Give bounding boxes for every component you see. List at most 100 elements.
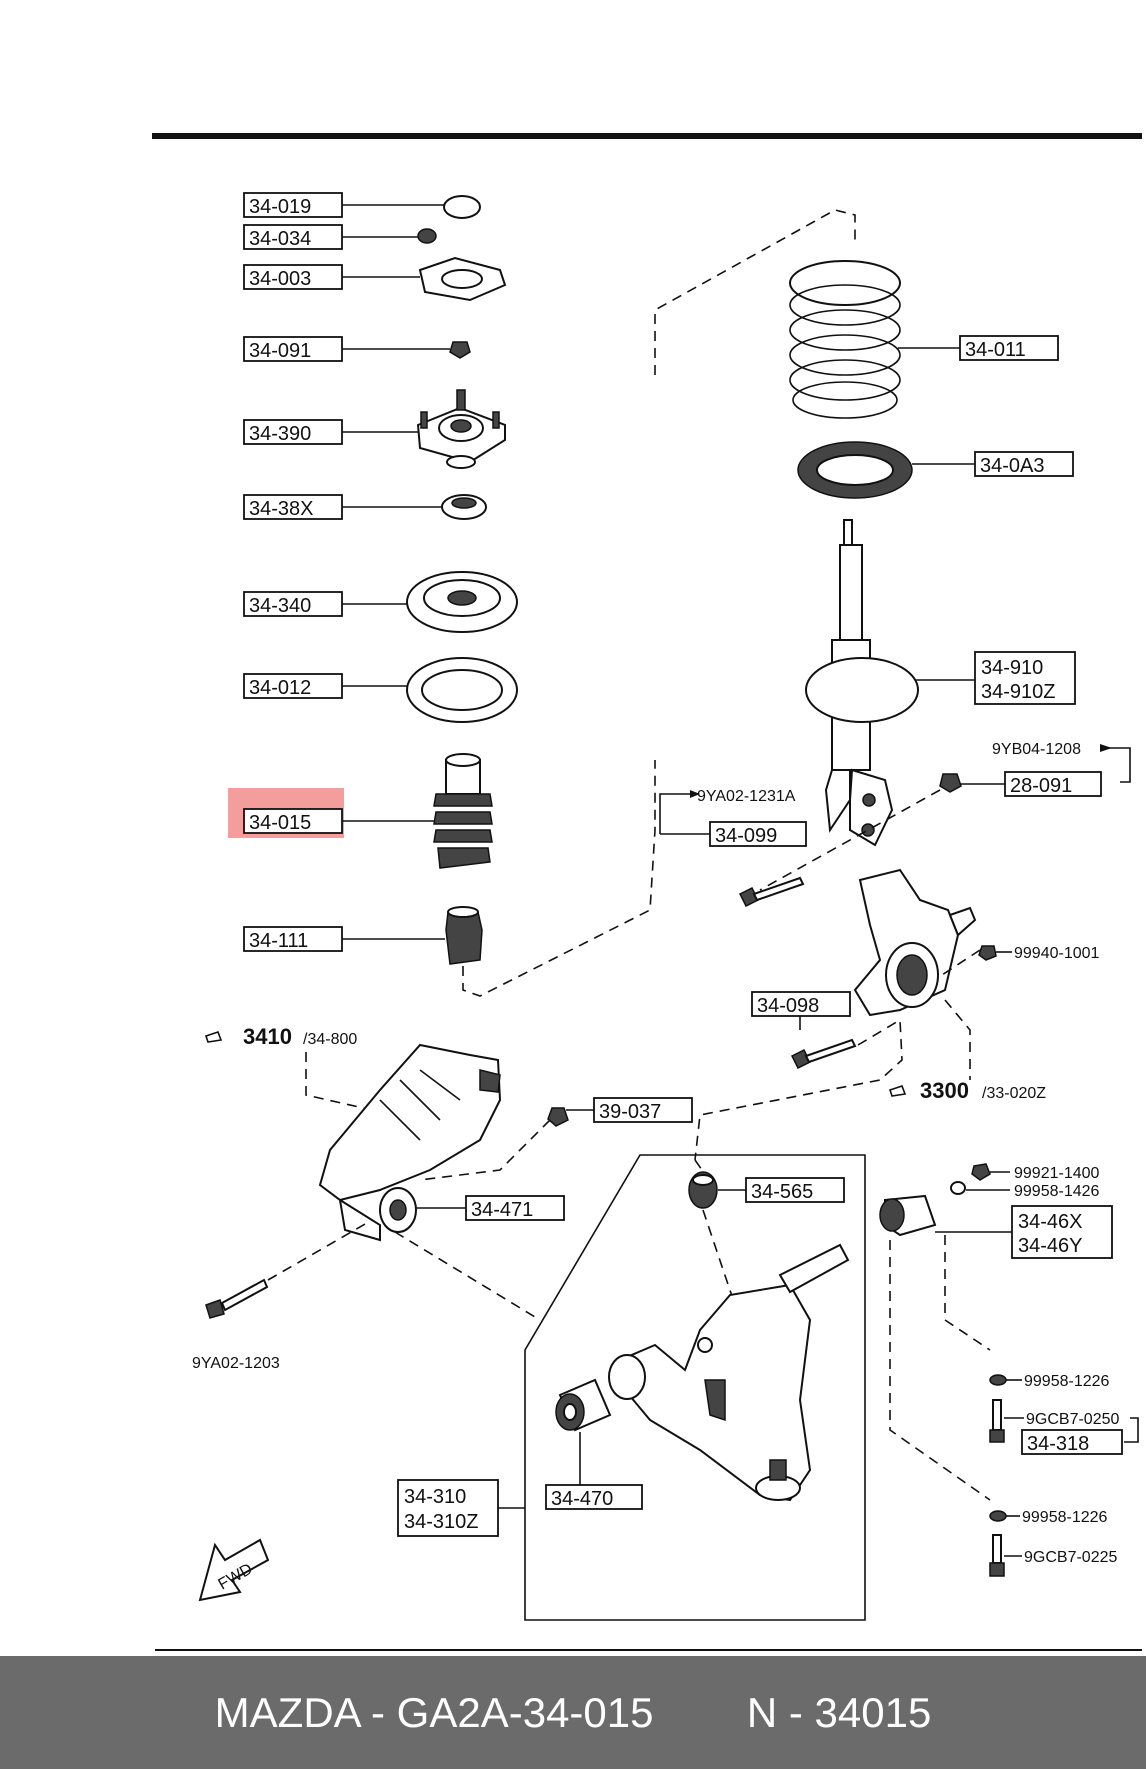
nut-39-037-icon bbox=[547, 1107, 569, 1127]
label-99958-1226-a[interactable]: 99958-1226 bbox=[1024, 1373, 1110, 1390]
svg-text:34-38X: 34-38X bbox=[249, 498, 314, 520]
lower-spring-seat-rubber-icon bbox=[797, 441, 913, 499]
label-34-098[interactable]: 34-098 bbox=[751, 991, 851, 1017]
svg-text:34-015: 34-015 bbox=[249, 812, 311, 834]
footer-bar: MAZDA - GA2A-34-015 N - 34015 bbox=[0, 1656, 1146, 1769]
label-34-111[interactable]: 34-111 bbox=[243, 926, 343, 952]
label-34-800[interactable]: /34-800 bbox=[303, 1031, 357, 1048]
label-99958-1426[interactable]: 99958-1426 bbox=[1014, 1183, 1100, 1200]
svg-text:34-098: 34-098 bbox=[757, 995, 819, 1017]
svg-text:34-910Z: 34-910Z bbox=[981, 681, 1056, 703]
nut-icon bbox=[417, 228, 437, 244]
label-34-390[interactable]: 34-390 bbox=[243, 419, 343, 445]
svg-text:34-471: 34-471 bbox=[471, 1199, 533, 1221]
svg-text:28-091: 28-091 bbox=[1010, 775, 1072, 797]
bushing-34-565-icon bbox=[688, 1171, 718, 1209]
label-34-034[interactable]: 34-034 bbox=[243, 224, 343, 250]
label-34-46x[interactable]: 34-46X 34-46Y bbox=[1011, 1205, 1113, 1259]
label-34-318[interactable]: 34-318 bbox=[1021, 1429, 1123, 1455]
top-rule bbox=[152, 133, 1142, 139]
coil-spring-icon bbox=[789, 260, 901, 419]
spring-insulator-icon bbox=[406, 657, 518, 723]
label-9gcb7-0225[interactable]: 9GCB7-0225 bbox=[1024, 1549, 1117, 1566]
bushing-34-471-icon bbox=[379, 1187, 417, 1233]
label-34-471[interactable]: 34-471 bbox=[465, 1195, 565, 1221]
footer-ref-number: N - 34015 bbox=[746, 1688, 932, 1736]
label-34-003[interactable]: 34-003 bbox=[243, 264, 343, 290]
bearing-icon bbox=[441, 494, 487, 520]
label-34-910[interactable]: 34-910 34-910Z bbox=[974, 651, 1076, 705]
svg-text:34-099: 34-099 bbox=[715, 825, 777, 847]
label-9yb04-1208[interactable]: 9YB04-1208 bbox=[992, 741, 1081, 758]
label-34-015[interactable]: 34-015 bbox=[243, 808, 343, 834]
steering-knuckle-icon bbox=[853, 868, 977, 1017]
label-34-011[interactable]: 34-011 bbox=[959, 335, 1059, 361]
hand-pointer-icon-3300 bbox=[888, 1084, 907, 1097]
spring-seat-upper-icon bbox=[406, 571, 518, 633]
svg-text:34-310Z: 34-310Z bbox=[404, 1511, 479, 1533]
label-9gcb7-0250[interactable]: 9GCB7-0250 bbox=[1026, 1411, 1119, 1428]
svg-text:34-340: 34-340 bbox=[249, 595, 311, 617]
label-34-340[interactable]: 34-340 bbox=[243, 591, 343, 617]
nut-99921-icon bbox=[971, 1163, 991, 1181]
label-99940-1001[interactable]: 99940-1001 bbox=[1014, 945, 1100, 962]
label-34-565[interactable]: 34-565 bbox=[745, 1177, 845, 1203]
label-39-037[interactable]: 39-037 bbox=[593, 1097, 693, 1123]
footer-brand-part: MAZDA - GA2A-34-015 bbox=[214, 1688, 654, 1736]
washer-99958-1226-b-icon bbox=[989, 1510, 1007, 1522]
fwd-arrow-icon: FWD bbox=[198, 1538, 270, 1602]
label-34-091[interactable]: 34-091 bbox=[243, 336, 343, 362]
lower-arm-group-box bbox=[524, 1154, 866, 1621]
long-bolt-icon bbox=[205, 1278, 269, 1319]
bump-stopper-icon bbox=[445, 906, 483, 965]
label-34-38x[interactable]: 34-38X bbox=[243, 494, 343, 520]
bolt-34-099-icon bbox=[738, 876, 805, 908]
label-99958-1226-b[interactable]: 99958-1226 bbox=[1022, 1509, 1108, 1526]
svg-text:34-46Y: 34-46Y bbox=[1018, 1235, 1083, 1257]
svg-text:34-034: 34-034 bbox=[249, 228, 311, 250]
svg-text:34-310: 34-310 bbox=[404, 1486, 466, 1508]
label-34-099[interactable]: 34-099 bbox=[709, 821, 807, 847]
shock-absorber-icon bbox=[805, 519, 919, 847]
svg-text:34-470: 34-470 bbox=[551, 1488, 613, 1510]
svg-text:34-910: 34-910 bbox=[981, 657, 1043, 679]
label-28-091[interactable]: 28-091 bbox=[1004, 771, 1102, 797]
label-33-020z[interactable]: /33-020Z bbox=[982, 1085, 1046, 1102]
strut-mount-icon bbox=[416, 389, 506, 469]
flange-nut-icon bbox=[449, 341, 471, 359]
bushing-34-46x-icon bbox=[879, 1194, 937, 1237]
lower-control-arm-icon bbox=[608, 1243, 850, 1502]
svg-text:34-003: 34-003 bbox=[249, 268, 311, 290]
hand-pointer-icon-3410 bbox=[204, 1030, 223, 1043]
svg-text:34-565: 34-565 bbox=[751, 1181, 813, 1203]
label-34-470[interactable]: 34-470 bbox=[545, 1484, 643, 1510]
svg-text:34-091: 34-091 bbox=[249, 340, 311, 362]
bushing-34-470-icon bbox=[555, 1378, 612, 1432]
bolt-9gcb7-0225-icon bbox=[989, 1534, 1005, 1577]
svg-text:34-46X: 34-46X bbox=[1018, 1211, 1083, 1233]
washer-99958-1426-icon bbox=[950, 1181, 966, 1195]
svg-text:34-318: 34-318 bbox=[1027, 1433, 1089, 1455]
svg-text:34-0A3: 34-0A3 bbox=[980, 455, 1045, 477]
label-34-019[interactable]: 34-019 bbox=[243, 192, 343, 218]
svg-text:34-111: 34-111 bbox=[249, 930, 308, 952]
washer-99958-1226-icon bbox=[989, 1374, 1007, 1386]
label-99921-1400[interactable]: 99921-1400 bbox=[1014, 1165, 1100, 1182]
bump-stop-boot-icon bbox=[433, 753, 493, 869]
label-34-0a3[interactable]: 34-0A3 bbox=[974, 451, 1074, 477]
svg-text:34-011: 34-011 bbox=[965, 339, 1026, 361]
svg-text:34-012: 34-012 bbox=[249, 677, 311, 699]
label-3300[interactable]: 3300 bbox=[920, 1078, 969, 1103]
label-34-012[interactable]: 34-012 bbox=[243, 673, 343, 699]
nut-28-091-icon bbox=[939, 773, 962, 793]
label-9ya02-1203[interactable]: 9YA02-1203 bbox=[192, 1355, 280, 1372]
crossmember-icon bbox=[318, 1043, 502, 1242]
bolt-34-098-icon bbox=[790, 1038, 857, 1070]
label-9ya02-1231a[interactable]: 9YA02-1231A bbox=[697, 788, 796, 805]
bolt-99940-icon bbox=[978, 945, 997, 961]
label-34-310[interactable]: 34-310 34-310Z bbox=[397, 1479, 499, 1537]
bolt-9gcb7-0250-icon bbox=[989, 1399, 1005, 1443]
svg-text:34-019: 34-019 bbox=[249, 196, 311, 218]
label-3410[interactable]: 3410 bbox=[243, 1024, 292, 1049]
